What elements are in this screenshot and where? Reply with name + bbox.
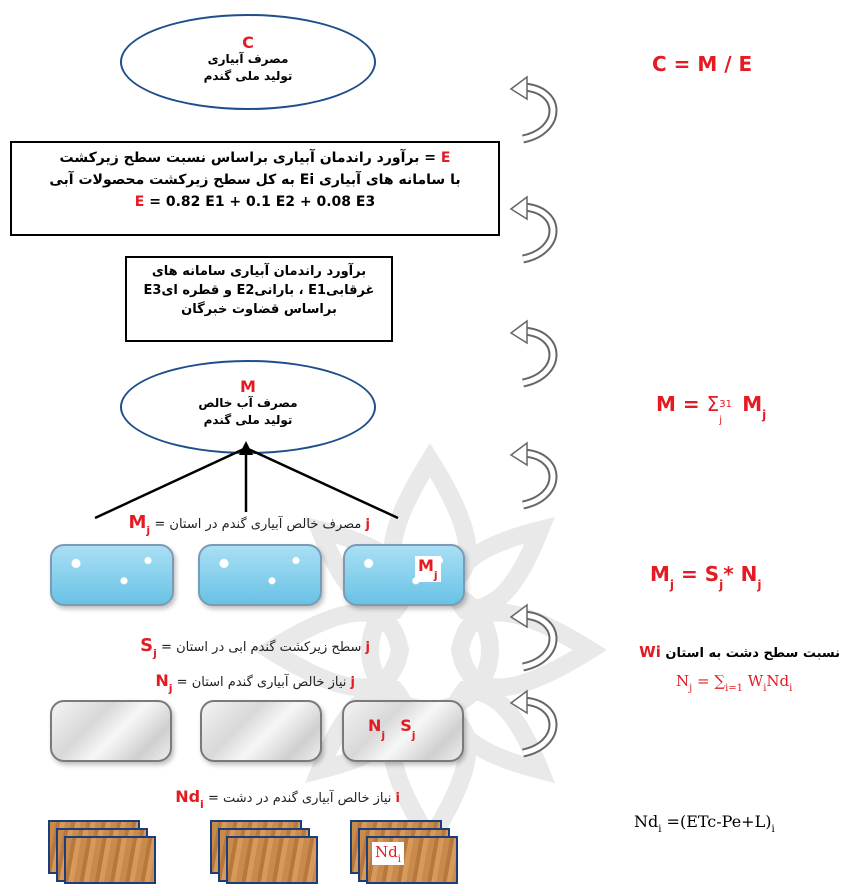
- c-ellipse-letter: C: [242, 33, 254, 52]
- curved-arrow-4: [511, 443, 553, 505]
- curved-arrow-2: [511, 197, 553, 259]
- e-box-formula: E = 0.82 E1 + 0.1 E2 + 0.08 E3: [134, 194, 376, 210]
- curved-arrow-5: [511, 605, 553, 667]
- mj-equation: Mj = Sj* Nj: [650, 562, 762, 592]
- water-tile-1: [50, 544, 174, 606]
- e123-line2: غرقابیE1 ، بارانیE2 و قطره ایE3: [143, 283, 375, 298]
- m-ellipse-letter: M: [240, 377, 256, 396]
- marble-tile-1: [50, 700, 172, 762]
- water-tile-label: Mj: [415, 556, 441, 582]
- c-equation: C = M / E: [652, 52, 753, 76]
- wood-tile-label: Ndi: [372, 842, 404, 865]
- e-box: E = برآورد راندمان آبیاری براساس نسبت سط…: [10, 141, 500, 236]
- curved-arrow-1: [511, 77, 553, 139]
- c-ellipse-line2: تولید ملی گندم: [203, 69, 293, 83]
- c-ellipse-line1: مصرف آبیاری: [207, 52, 289, 66]
- m-ellipse-line1: مصرف آب خالص: [198, 396, 298, 410]
- arrow-right: [245, 446, 399, 520]
- e123-line3: براساس قضاوت خبرگان: [181, 302, 337, 317]
- sj-definition: Sj = سطح زیرکشت گندم ابی در استان j: [140, 635, 370, 660]
- marble-tile-2: [200, 700, 322, 762]
- e-box-letter: E: [440, 150, 451, 166]
- nj-equation: Nj = ∑i=1 WiNdi: [676, 672, 793, 694]
- e-box-line2: با سامانه های آبیاری Ei به کل سطح زیرکشت…: [49, 172, 461, 188]
- curved-arrow-3: [511, 321, 553, 383]
- arrow-head: [239, 441, 253, 455]
- m-ellipse-line2: تولید ملی گندم: [203, 413, 293, 427]
- e-box-line1: E = برآورد راندمان آبیاری براساس نسبت سط…: [59, 150, 451, 166]
- e123-line1: برآورد راندمان آبیاری سامانه های: [151, 264, 367, 279]
- curved-arrows-column: [505, 75, 585, 835]
- marble-tile-3: Nj Sj: [342, 700, 464, 762]
- arrow-left: [94, 446, 247, 520]
- ndi-equation: Ndi =(ETc-Pe+L)i: [634, 812, 775, 835]
- nj-definition: Nj = نیاز خالص آبیاری گندم استان j: [155, 671, 355, 695]
- e123-box: برآورد راندمان آبیاری سامانه های غرقابیE…: [125, 256, 393, 342]
- marble-tile-label: Nj Sj: [368, 716, 416, 742]
- mj-definition: Mj = مصرف خالص آبیاری گندم در استان j: [128, 512, 371, 537]
- curved-arrow-6: [511, 691, 553, 753]
- c-ellipse: C مصرف آبیاری تولید ملی گندم: [120, 14, 376, 110]
- ndi-definition: Ndi = نیاز خالص آبیاری گندم در دشت i: [175, 787, 400, 811]
- water-tile-3: Mj: [343, 544, 465, 606]
- water-tile-2: [198, 544, 322, 606]
- wi-definition: Wi نسبت سطح دشت به استان: [639, 643, 840, 661]
